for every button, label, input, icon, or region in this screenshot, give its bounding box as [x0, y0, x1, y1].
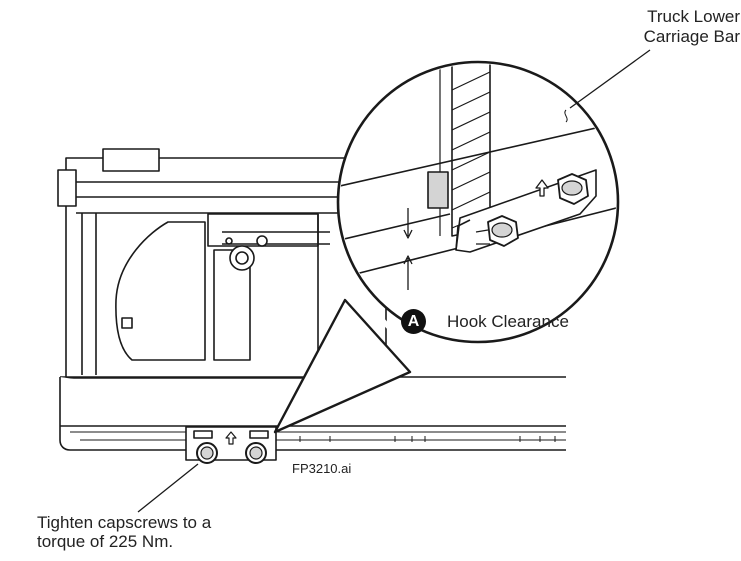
leader-truck-bar: [569, 49, 651, 109]
leader-capscrew: [137, 463, 199, 513]
capscrew-icon-large-right: [557, 173, 589, 205]
torque-line2: torque of 225 Nm.: [37, 532, 174, 551]
hook-clearance-label: Hook Clearance: [447, 312, 569, 331]
hook-block: [427, 171, 449, 209]
truck-label-line2: Carriage Bar: [643, 27, 740, 46]
upper-bar: [76, 181, 370, 214]
magnifier-callout: [273, 60, 620, 434]
mechanism-rod: [222, 231, 330, 245]
hook-bracket-small: [185, 426, 277, 464]
clearance-arrow-bottom: [403, 255, 413, 290]
top-block: [102, 148, 160, 172]
up-arrow-icon: [535, 179, 549, 197]
file-name-label: FP3210.ai: [292, 461, 352, 476]
carriage-edge-upper: [340, 117, 616, 187]
left-side-block: [57, 169, 77, 207]
capscrew-icon-large-left: [475, 215, 519, 247]
left-member: [81, 213, 97, 375]
torque-instruction-label: Tighten capscrews to a torque of 225 Nm.: [37, 513, 211, 551]
callout-tail: [273, 298, 412, 434]
mechanism-pin: [229, 245, 255, 271]
carriage-assembly: [57, 148, 387, 379]
mechanism-small-pin: [256, 235, 268, 247]
callout-badge-a: A: [401, 309, 426, 334]
truck-lower-carriage-bar-label: Truck Lower Carriage Bar: [600, 7, 740, 47]
side-plate-tab: [121, 317, 133, 329]
clearance-arrow-top: [403, 208, 413, 239]
up-arrow-icon-small: [225, 431, 237, 445]
truck-label-line1: Truck Lower: [647, 7, 740, 26]
torque-line1: Tighten capscrews to a: [37, 513, 212, 532]
side-plate: [115, 221, 206, 361]
